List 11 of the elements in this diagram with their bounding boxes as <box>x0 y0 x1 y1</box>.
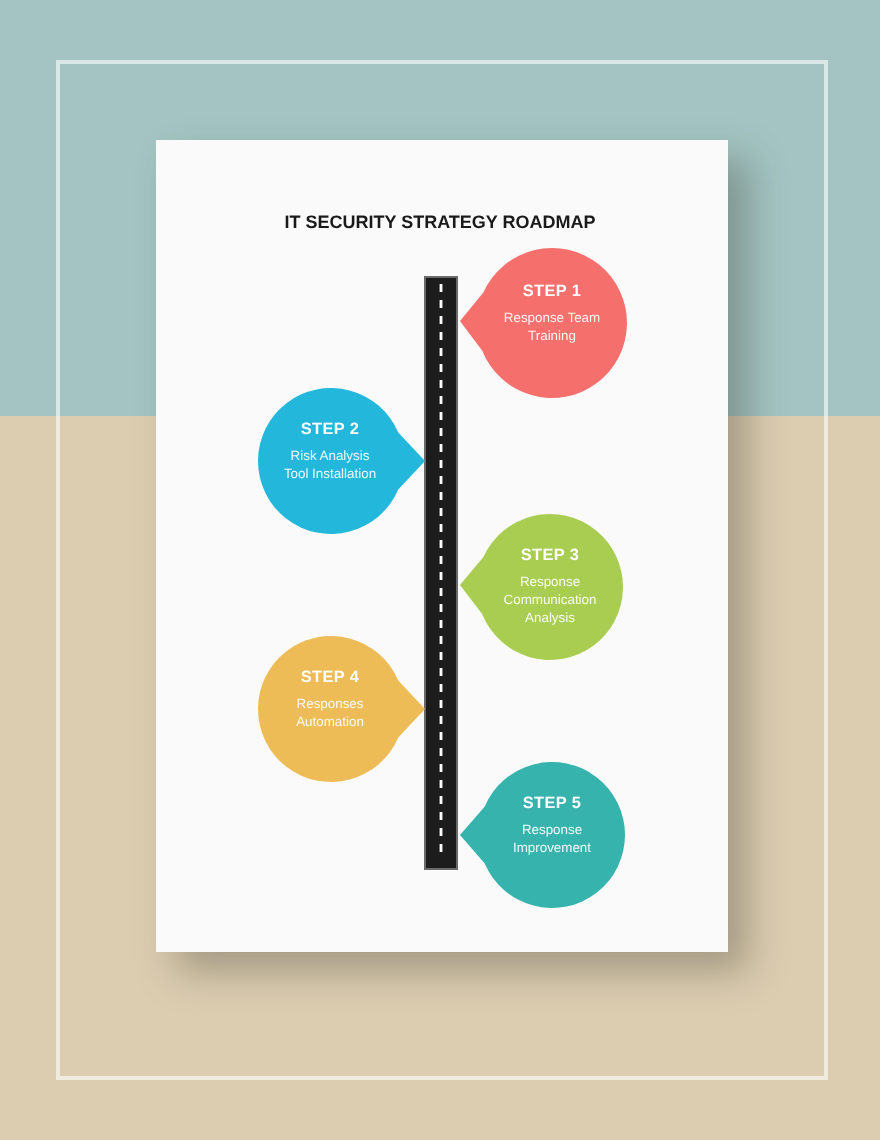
speech-bubble <box>460 761 625 907</box>
diagram-title: IT SECURITY STRATEGY ROADMAP <box>284 210 596 234</box>
step-heading: STEP 4 <box>300 666 360 688</box>
step-heading: STEP 2 <box>300 418 360 440</box>
step-heading: STEP 1 <box>522 280 582 302</box>
step-heading: STEP 3 <box>520 544 580 566</box>
speech-bubble <box>257 387 424 533</box>
speech-bubble <box>257 635 424 781</box>
step-heading: STEP 5 <box>522 792 582 814</box>
speech-bubble <box>460 513 623 659</box>
speech-bubble <box>460 247 627 397</box>
